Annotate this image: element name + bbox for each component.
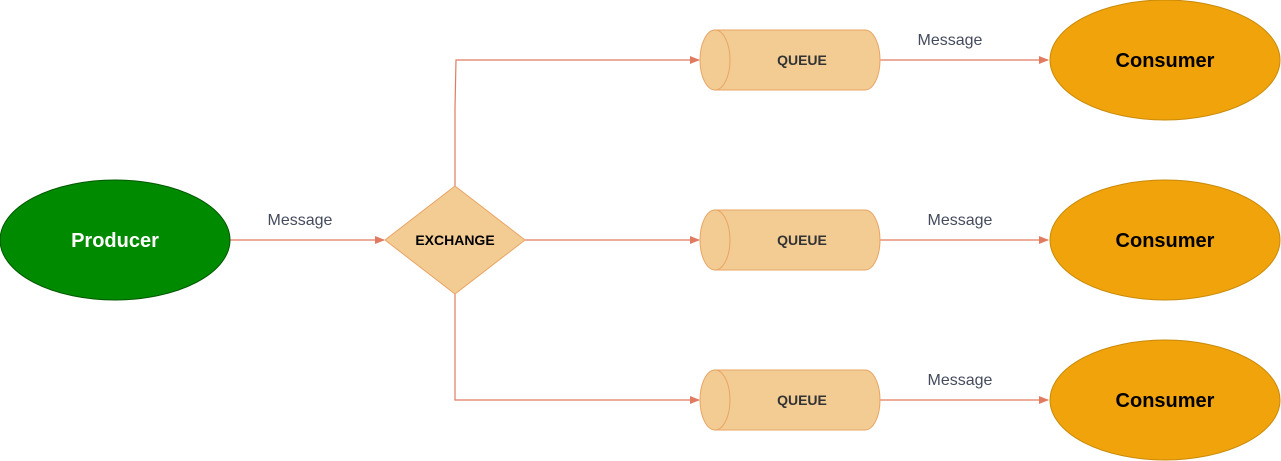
queue-label-2: QUEUE xyxy=(777,232,827,248)
edge-label-producer-to-exchange: Message xyxy=(268,212,333,229)
exchange-diamond xyxy=(384,185,526,295)
queue-cylinder-3 xyxy=(699,369,881,431)
consumer-label-2: Consumer xyxy=(1116,230,1215,252)
consumer-node-2[interactable]: Consumer xyxy=(1049,179,1281,301)
queue-node-3[interactable]: QUEUE xyxy=(699,369,881,431)
consumer-label-3: Consumer xyxy=(1116,390,1215,412)
consumer-node-3[interactable]: Consumer xyxy=(1049,339,1281,461)
producer-node[interactable]: Producer xyxy=(0,179,231,301)
queue-cylinder-1 xyxy=(699,29,881,91)
edge-label-queue-1-to-consumer-1: Message xyxy=(918,32,983,49)
producer-label: Producer xyxy=(71,230,159,252)
connector-exchange-to-queue-1 xyxy=(454,56,700,186)
queue-cylinder-3-cap xyxy=(714,369,731,431)
edge-label-queue-3-to-consumer-3: Message xyxy=(928,372,993,389)
consumer-ellipse-2 xyxy=(1049,179,1281,301)
edge-labels: Message Message Message Message xyxy=(268,32,993,389)
queue-label-1: QUEUE xyxy=(777,52,827,68)
consumer-label-1: Consumer xyxy=(1116,50,1215,72)
exchange-label: EXCHANGE xyxy=(415,232,494,248)
queue-cylinder-1-cap xyxy=(714,29,731,91)
queue-node-2[interactable]: QUEUE xyxy=(699,209,881,271)
consumer-node-1[interactable]: Consumer xyxy=(1049,0,1281,121)
consumer-ellipse-3 xyxy=(1049,339,1281,461)
connector-exchange-to-queue-3 xyxy=(454,294,700,404)
connectors xyxy=(230,56,1049,404)
queue-node-1[interactable]: QUEUE xyxy=(699,29,881,91)
queue-label-3: QUEUE xyxy=(777,392,827,408)
queue-cylinder-2-cap xyxy=(714,209,731,271)
exchange-node[interactable]: EXCHANGE xyxy=(384,185,526,295)
queue-cylinder-2 xyxy=(699,209,881,271)
edge-label-queue-2-to-consumer-2: Message xyxy=(928,212,993,229)
consumer-ellipse-1 xyxy=(1049,0,1281,121)
producer-ellipse xyxy=(0,179,231,301)
